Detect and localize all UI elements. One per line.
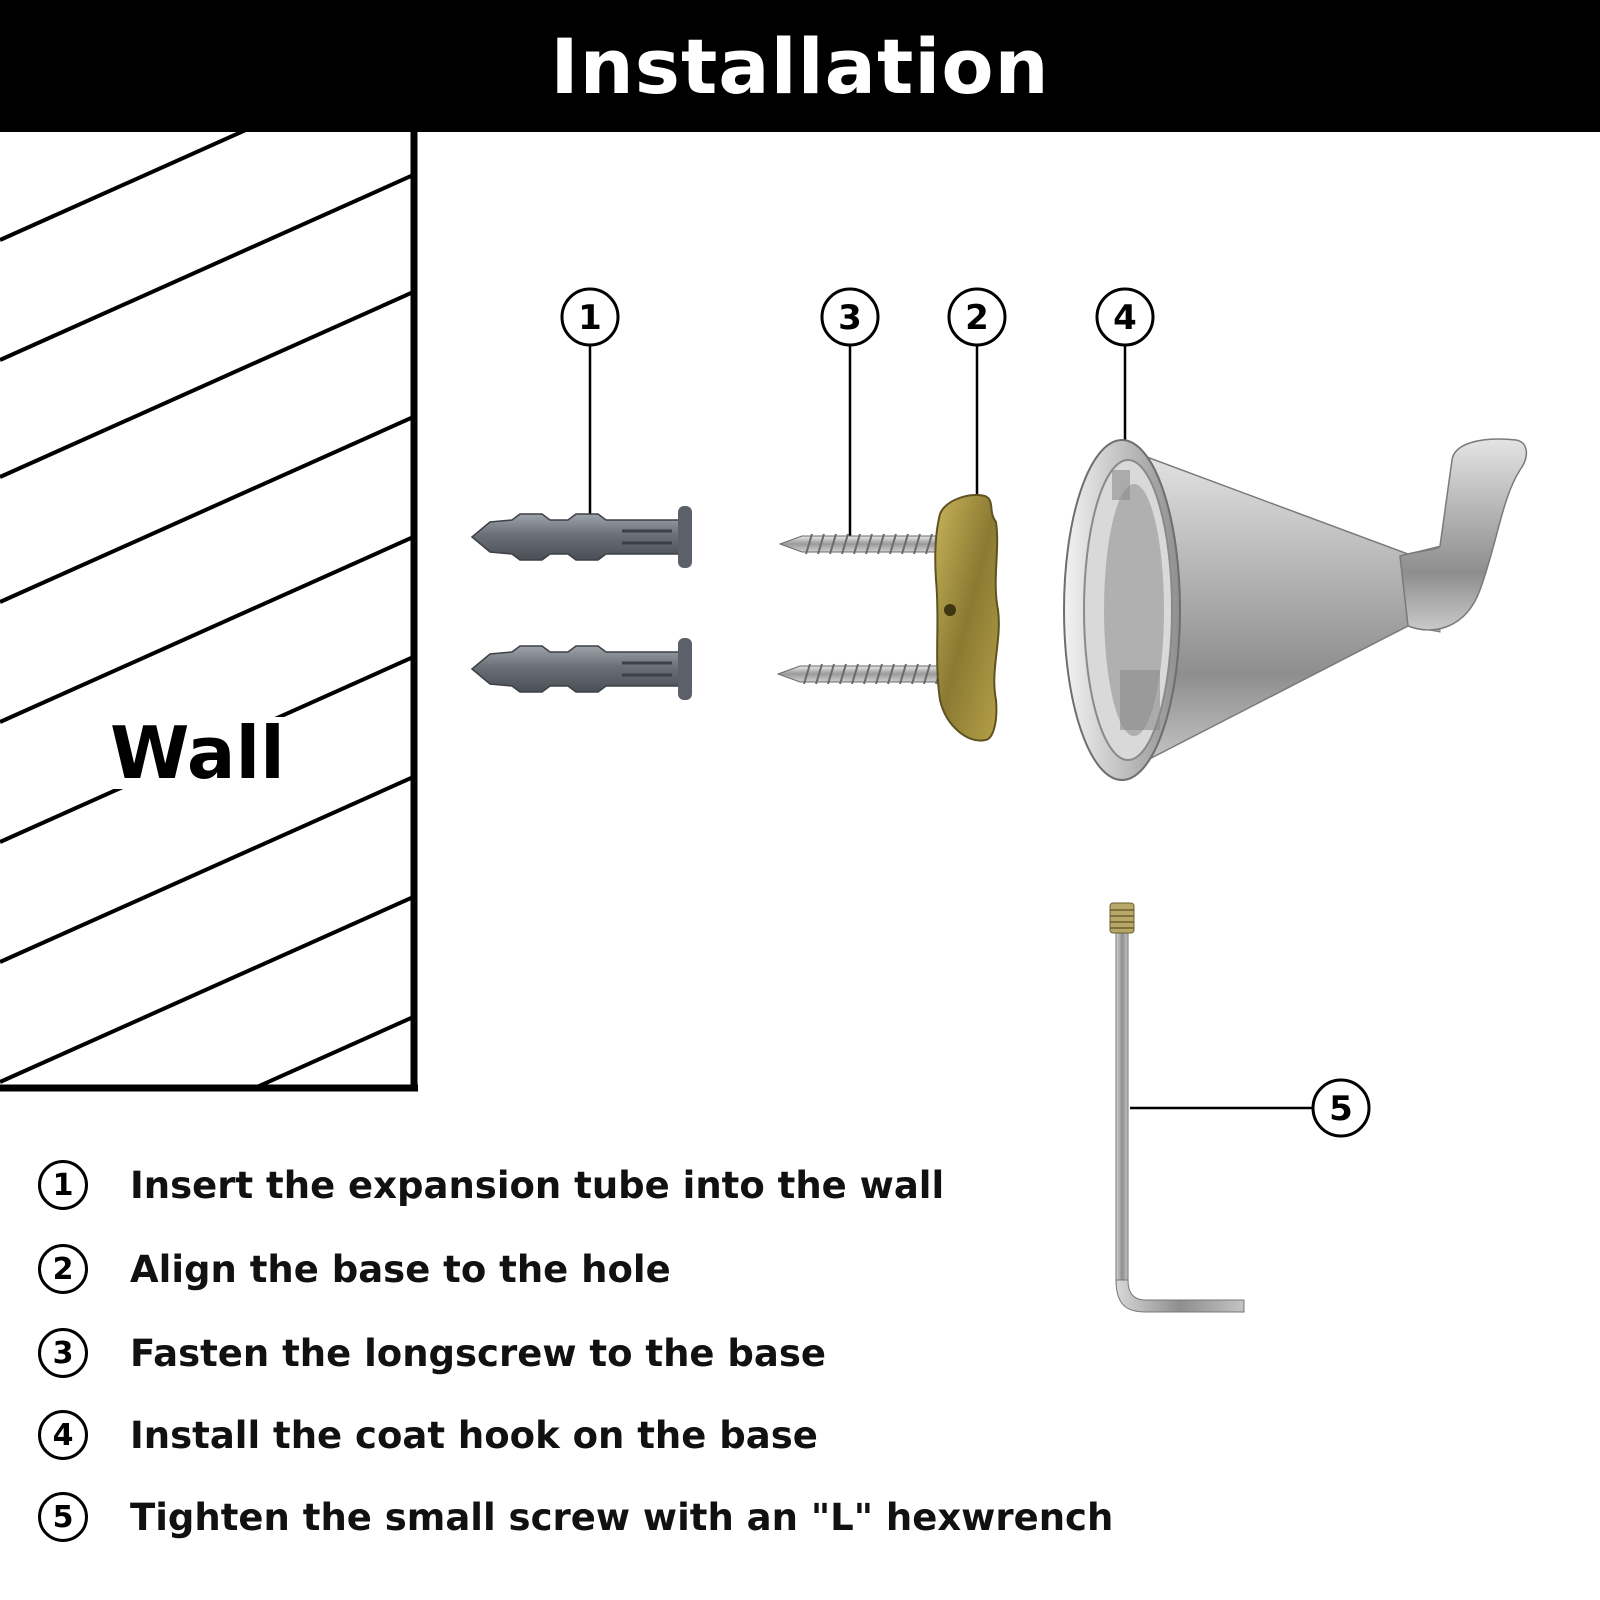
callout-1-number: 1	[578, 298, 602, 338]
callout-2: 2	[947, 287, 1007, 496]
wall-hatching	[0, 132, 418, 1092]
header-bar: Installation	[0, 0, 1600, 132]
step-1-badge: 1	[38, 1160, 88, 1210]
step-5-badge: 5	[38, 1492, 88, 1542]
coat-hook	[1063, 438, 1528, 781]
expansion-tube-lower	[470, 638, 692, 700]
callout-1: 1	[560, 287, 620, 522]
callout-4: 4	[1095, 287, 1155, 446]
step-2-text: Align the base to the hole	[130, 1247, 671, 1291]
base-plate	[934, 494, 1000, 742]
step-4-text: Install the coat hook on the base	[130, 1413, 818, 1457]
step-3-text: Fasten the longscrew to the base	[130, 1331, 826, 1375]
long-screw-upper	[778, 533, 941, 555]
callout-3-number: 3	[838, 298, 862, 338]
step-2-badge: 2	[38, 1244, 88, 1294]
callout-3: 3	[820, 287, 880, 542]
callout-5-number: 5	[1329, 1089, 1353, 1129]
step-3: 3 Fasten the longscrew to the base	[38, 1328, 826, 1378]
long-screw-lower	[776, 663, 949, 685]
callout-2-number: 2	[965, 298, 989, 338]
step-5: 5 Tighten the small screw with an "L" he…	[38, 1492, 1113, 1542]
callout-5: 5	[1130, 1078, 1371, 1138]
step-4: 4 Install the coat hook on the base	[38, 1410, 818, 1460]
hex-wrench	[1109, 902, 1245, 1313]
step-1-text: Insert the expansion tube into the wall	[130, 1163, 945, 1207]
callout-4-number: 4	[1113, 298, 1137, 338]
hatch-lines	[0, 132, 412, 1087]
step-2: 2 Align the base to the hole	[38, 1244, 671, 1294]
step-1: 1 Insert the expansion tube into the wal…	[38, 1160, 944, 1210]
parts-illustration: 1 3 2 4	[440, 260, 1580, 1370]
page-title: Installation	[550, 21, 1050, 111]
wall-diagram: Wall	[0, 132, 426, 1112]
step-3-badge: 3	[38, 1328, 88, 1378]
step-5-text: Tighten the small screw with an "L" hexw…	[130, 1495, 1114, 1539]
wall-label: Wall	[104, 717, 291, 789]
step-4-badge: 4	[38, 1410, 88, 1460]
expansion-tube-upper	[470, 506, 692, 568]
